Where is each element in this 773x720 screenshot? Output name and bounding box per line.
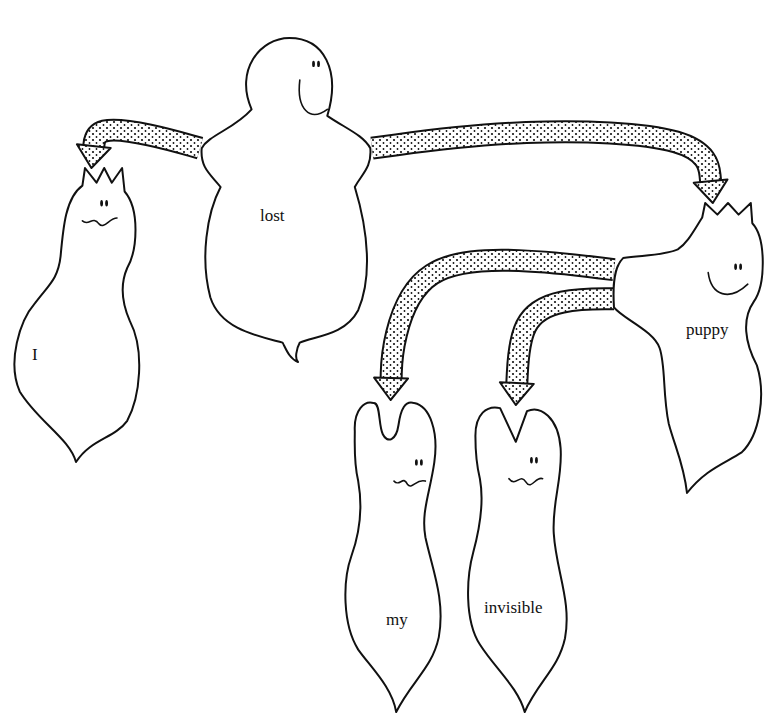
ghost-figure [462, 405, 574, 712]
ghost-smile [394, 481, 425, 486]
ghost-eye [420, 459, 423, 465]
ghost-node: puppy [614, 203, 766, 493]
arrow-head [374, 378, 408, 400]
ghost-outline [14, 168, 139, 462]
ghost-figure [338, 400, 450, 712]
arm-fill [391, 260, 614, 380]
ghost-outline [345, 403, 440, 712]
ghost-smile [82, 218, 117, 226]
node-label: invisible [484, 598, 543, 618]
dependency-arm [500, 299, 614, 405]
ghost-smile [708, 273, 748, 295]
ghost-eye [100, 200, 103, 206]
ghost-eye [317, 61, 320, 67]
arm-outline [94, 130, 200, 148]
arm-fill [517, 299, 614, 385]
dependency-arm [374, 260, 614, 400]
ghost-smile [299, 80, 327, 114]
ghost-eye [415, 459, 418, 465]
arrow-head [77, 144, 111, 168]
ghost-eye [105, 200, 108, 206]
ghost-eye [739, 264, 742, 270]
ghost-eye [312, 61, 315, 67]
ghost-eye [734, 264, 737, 270]
ghost-figure [200, 38, 372, 362]
arrow-head [694, 179, 728, 203]
dependency-arm [372, 132, 728, 203]
arm-outline [391, 260, 614, 380]
arm-fill [94, 130, 200, 148]
ghost-node: I [12, 168, 140, 462]
arm-outline [372, 132, 711, 183]
ghost-eye [530, 457, 533, 463]
ghost-eye [535, 457, 538, 463]
ghost-outline [468, 408, 567, 712]
ghost-node: lost [200, 38, 372, 362]
ghost-outline [202, 38, 371, 362]
ghost-node: my [338, 400, 450, 712]
node-label: my [386, 610, 408, 630]
node-label: I [32, 345, 38, 365]
ghost-figure [614, 203, 766, 493]
node-label: puppy [686, 320, 729, 340]
ghost-figure [12, 168, 140, 462]
arm-outline [517, 299, 614, 385]
arm-fill [372, 132, 711, 183]
arrow-head [500, 382, 534, 405]
ghost-outline [613, 203, 762, 493]
dependency-arm [77, 130, 200, 168]
node-label: lost [260, 206, 285, 226]
ghost-smile [509, 478, 543, 484]
ghost-node: invisible [462, 405, 574, 712]
